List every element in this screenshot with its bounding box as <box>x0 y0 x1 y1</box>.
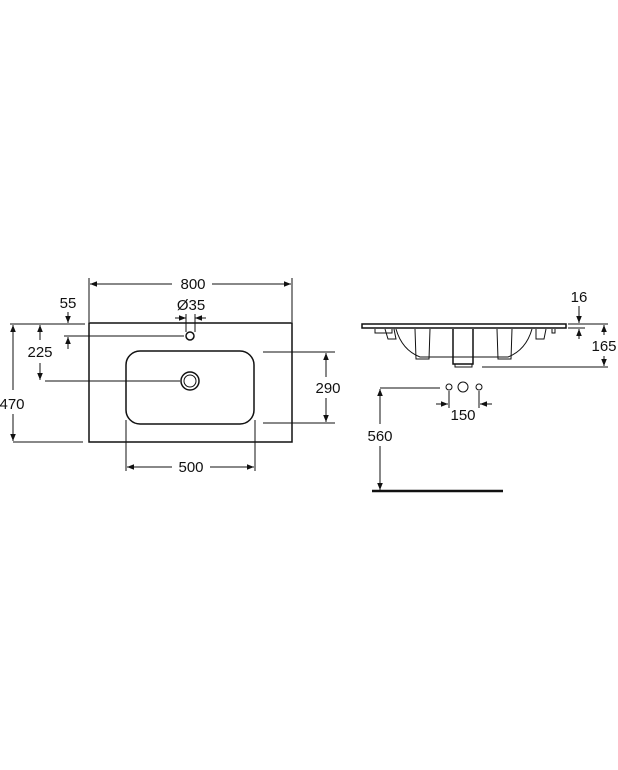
bowl-profile <box>395 328 533 358</box>
bowl-outline <box>125 350 255 425</box>
top-view: 800 Ø35 55 225 470 290 500 <box>0 276 341 476</box>
drain-inner <box>183 374 197 388</box>
tap-hole-diameter-label: Ø35 <box>177 297 205 314</box>
bowl-depth-label: 290 <box>315 380 340 397</box>
drain-outer <box>180 371 200 391</box>
height-label: 165 <box>591 338 616 355</box>
pipe-left <box>445 383 453 391</box>
drain-offset-label: 225 <box>27 344 52 361</box>
pipe-center <box>457 381 469 393</box>
pipe-spacing-label: 150 <box>450 407 475 424</box>
tap-hole <box>185 331 195 341</box>
rim-slab <box>361 323 567 329</box>
rim-thickness-label: 16 <box>571 289 588 306</box>
depth-label: 470 <box>0 396 25 413</box>
pipe-right <box>475 383 483 391</box>
width-label: 800 <box>180 276 205 293</box>
bowl-width-label: 500 <box>178 459 203 476</box>
side-view: 16 165 150 560 <box>361 289 617 493</box>
mounting-height-label: 560 <box>367 428 392 445</box>
tap-hole-offset-label: 55 <box>60 295 77 312</box>
basin-outline <box>88 322 293 443</box>
